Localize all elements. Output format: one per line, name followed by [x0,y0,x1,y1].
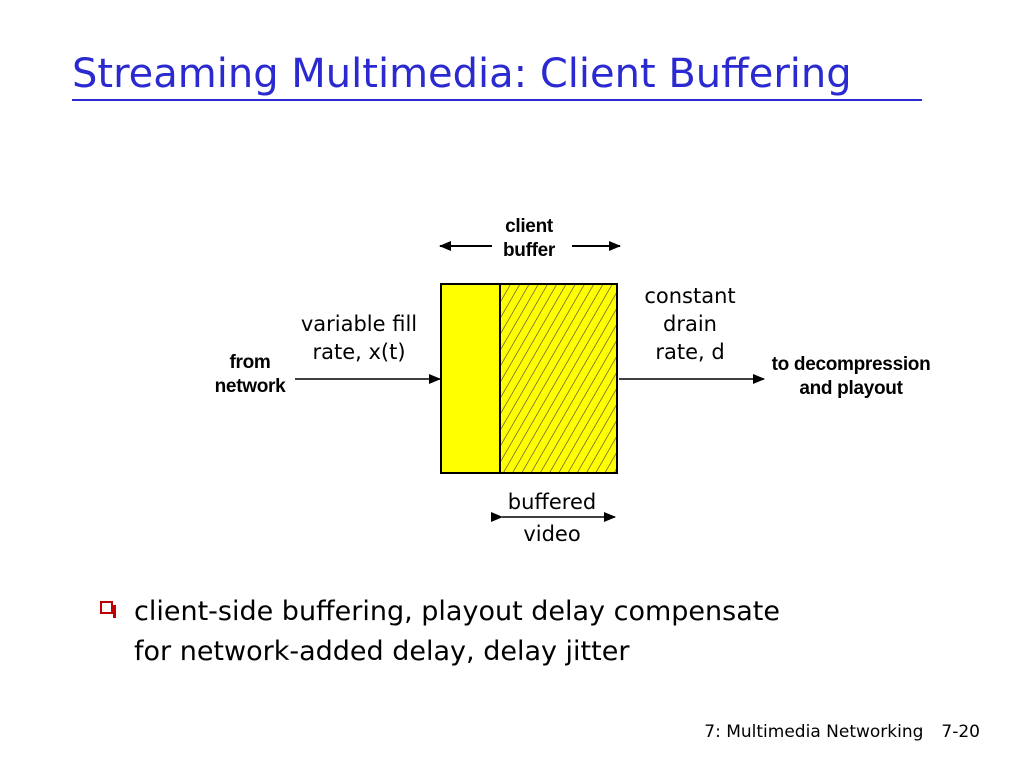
drain-rate-label-line1: constant [644,284,736,308]
drain-rate-label: constant drain rate, d [630,282,750,366]
footer-page-number: 7-20 [941,722,980,742]
buffer-hatch [499,283,618,474]
bullet-text: client-side buffering, playout delay com… [134,592,954,672]
drain-rate-label-line2: drain [663,312,717,336]
buffered-video-label: buffered video [488,488,616,548]
client-buffer-label-line2: buffer [502,240,556,261]
slide-footer: 7: Multimedia Networking 7-20 [686,722,980,742]
from-network-label: from network [206,351,294,399]
bullet-box-icon [100,601,116,618]
buffered-video-label-line2: video [523,522,581,546]
slide-title: Streaming Multimedia: Client Buffering [72,51,852,97]
decompression-playout-label: to decompression and playout [766,353,936,401]
bullet-text-line1: client-side buffering, playout delay com… [134,596,780,627]
client-buffer-label: client buffer [484,215,574,263]
title-underline [72,99,922,101]
buffered-video-label-line1: buffered [507,490,597,514]
fill-rate-label-line1: variable fill [300,312,418,336]
drain-rate-label-line3: rate, d [655,340,725,364]
decompression-playout-label-line1: to decompression [771,354,931,375]
client-buffer-label-line1: client [505,216,553,237]
buffer-empty-region [440,283,501,474]
fill-rate-label: variable fill rate, x(t) [282,310,436,366]
footer-section: 7: Multimedia Networking [704,722,924,742]
from-network-label-line2: network [214,376,286,397]
fill-rate-label-line2: rate, x(t) [312,340,406,364]
from-network-label-line1: from [229,352,271,373]
decompression-playout-label-line2: and playout [799,378,903,399]
bullet-text-line2: for network-added delay, delay jitter [134,636,630,667]
